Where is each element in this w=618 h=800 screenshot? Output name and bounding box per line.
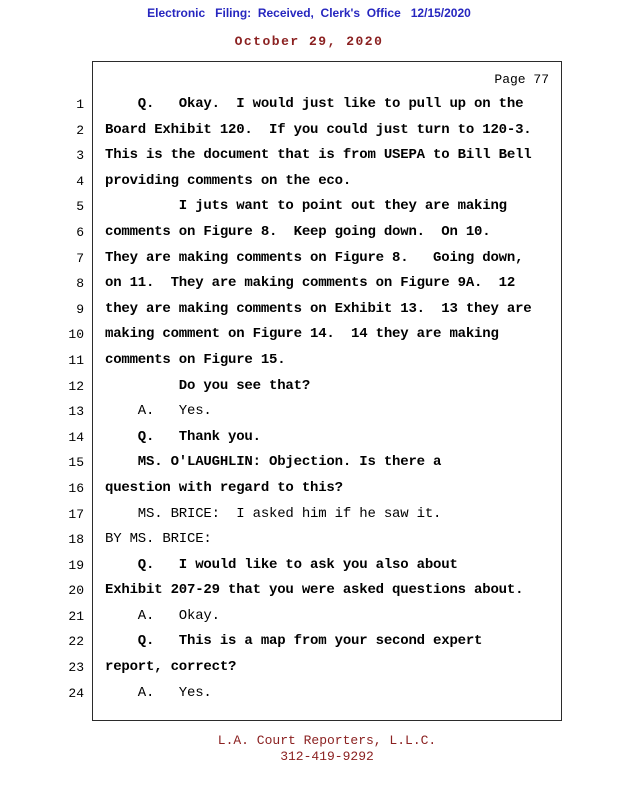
transcript-line: 1 Q. Okay. I would just like to pull up …	[76, 92, 561, 118]
transcript-line: 15 MS. O'LAUGHLIN: Objection. Is there a	[68, 450, 561, 476]
line-text: comments on Figure 15.	[105, 351, 286, 368]
transcript-line: 3 This is the document that is from USEP…	[76, 143, 561, 169]
line-text: A. Okay.	[105, 607, 220, 624]
line-number: 2	[76, 122, 84, 138]
transcript-line: 9 they are making comments on Exhibit 13…	[76, 297, 561, 323]
line-number: 18	[68, 532, 84, 548]
transcript-line: 17 MS. BRICE: I asked him if he saw it.	[68, 502, 561, 528]
transcript-line: 22 Q. This is a map from your second exp…	[68, 629, 561, 655]
efiling-stamp: Electronic Filing: Received, Clerk's Off…	[147, 6, 471, 20]
line-text: They are making comments on Figure 8. Go…	[105, 249, 524, 266]
line-number: 23	[68, 660, 84, 676]
line-text: question with regard to this?	[105, 479, 343, 496]
line-number: 11	[68, 352, 84, 368]
line-number: 22	[68, 634, 84, 650]
line-text: Q. Okay. I would just like to pull up on…	[105, 96, 524, 112]
line-number: 9	[76, 301, 84, 317]
line-number: 12	[68, 378, 84, 394]
transcript-line: 7 They are making comments on Figure 8. …	[76, 246, 561, 272]
hearing-date: October 29, 2020	[234, 34, 384, 49]
line-text: MS. BRICE: I asked him if he saw it.	[105, 505, 442, 522]
transcript-line: 20 Exhibit 207-29 that you were asked qu…	[68, 578, 561, 604]
line-text: on 11. They are making comments on Figur…	[105, 275, 516, 292]
transcript-line: 5 I juts want to point out they are maki…	[76, 194, 561, 220]
line-text: A. Yes.	[105, 403, 212, 420]
transcript-line: 14 Q. Thank you.	[68, 425, 561, 451]
line-text: Q. This is a map from your second expert	[105, 633, 483, 650]
reporter-phone: 312-419-9292	[280, 749, 374, 765]
transcript-page-box: Page 77 1 Q. Okay. I would just like to …	[68, 61, 562, 722]
transcript-line: 23 report, correct?	[68, 655, 561, 681]
line-text: I juts want to point out they are making	[105, 198, 507, 215]
transcript-line: 4 providing comments on the eco.	[76, 169, 561, 195]
line-text: report, correct?	[105, 659, 237, 676]
line-number: 19	[68, 557, 84, 573]
line-number: 7	[76, 250, 84, 266]
transcript-line: 24 A. Yes.	[68, 681, 561, 707]
line-number: 17	[68, 506, 84, 522]
line-text: making comment on Figure 14. 14 they are…	[105, 326, 499, 343]
transcript-lines: 1 Q. Okay. I would just like to pull up …	[68, 92, 561, 707]
reporter-company: L.A. Court Reporters, L.L.C.	[217, 733, 437, 749]
line-number: 3	[76, 148, 84, 164]
transcript-line: 21 A. Okay.	[68, 604, 561, 630]
transcript-line: 18 BY MS. BRICE:	[68, 527, 561, 553]
reporter-footer: L.A. Court Reporters, L.L.C. 312-419-929…	[92, 733, 562, 765]
line-text: MS. O'LAUGHLIN: Objection. Is there a	[105, 454, 442, 471]
transcript-line: 8 on 11. They are making comments on Fig…	[76, 271, 561, 297]
line-text: providing comments on the eco.	[105, 172, 352, 189]
line-number: 1	[76, 97, 84, 112]
line-text: This is the document that is from USEPA …	[105, 147, 532, 164]
line-number: 13	[68, 404, 84, 420]
line-number: 8	[76, 276, 84, 292]
transcript-line: 12 Do you see that?	[68, 374, 561, 400]
transcript-line: 19 Q. I would like to ask you also about	[68, 553, 561, 579]
transcript-line: 13 A. Yes.	[68, 399, 561, 425]
line-number: 16	[68, 480, 84, 496]
transcript-document: Electronic Filing: Received, Clerk's Off…	[68, 6, 562, 765]
transcript-line: 2 Board Exhibit 120. If you could just t…	[76, 118, 561, 144]
line-text: they are making comments on Exhibit 13. …	[105, 300, 532, 317]
line-text: Q. Thank you.	[105, 428, 261, 445]
line-number: 6	[76, 224, 84, 240]
transcript-line: 16 question with regard to this?	[68, 476, 561, 502]
transcript-line: 6 comments on Figure 8. Keep going down.…	[76, 220, 561, 246]
line-number: 21	[68, 608, 84, 624]
line-text: Q. I would like to ask you also about	[105, 556, 458, 573]
page-number-label: Page 77	[494, 72, 549, 87]
line-number: 5	[76, 199, 84, 215]
line-number: 15	[68, 455, 84, 471]
line-number: 20	[68, 583, 84, 599]
transcript-line: 10 making comment on Figure 14. 14 they …	[68, 322, 561, 348]
line-text: Board Exhibit 120. If you could just tur…	[105, 121, 532, 138]
line-text: A. Yes.	[105, 684, 212, 701]
line-number: 4	[76, 173, 84, 189]
line-text: comments on Figure 8. Keep going down. O…	[105, 223, 491, 240]
line-number: 14	[68, 429, 84, 445]
line-number: 24	[68, 685, 84, 701]
line-text: Do you see that?	[105, 377, 311, 394]
line-text: Exhibit 207-29 that you were asked quest…	[105, 582, 524, 599]
line-number: 10	[68, 327, 84, 343]
line-text: BY MS. BRICE:	[105, 531, 212, 548]
transcript-line: 11 comments on Figure 15.	[68, 348, 561, 374]
